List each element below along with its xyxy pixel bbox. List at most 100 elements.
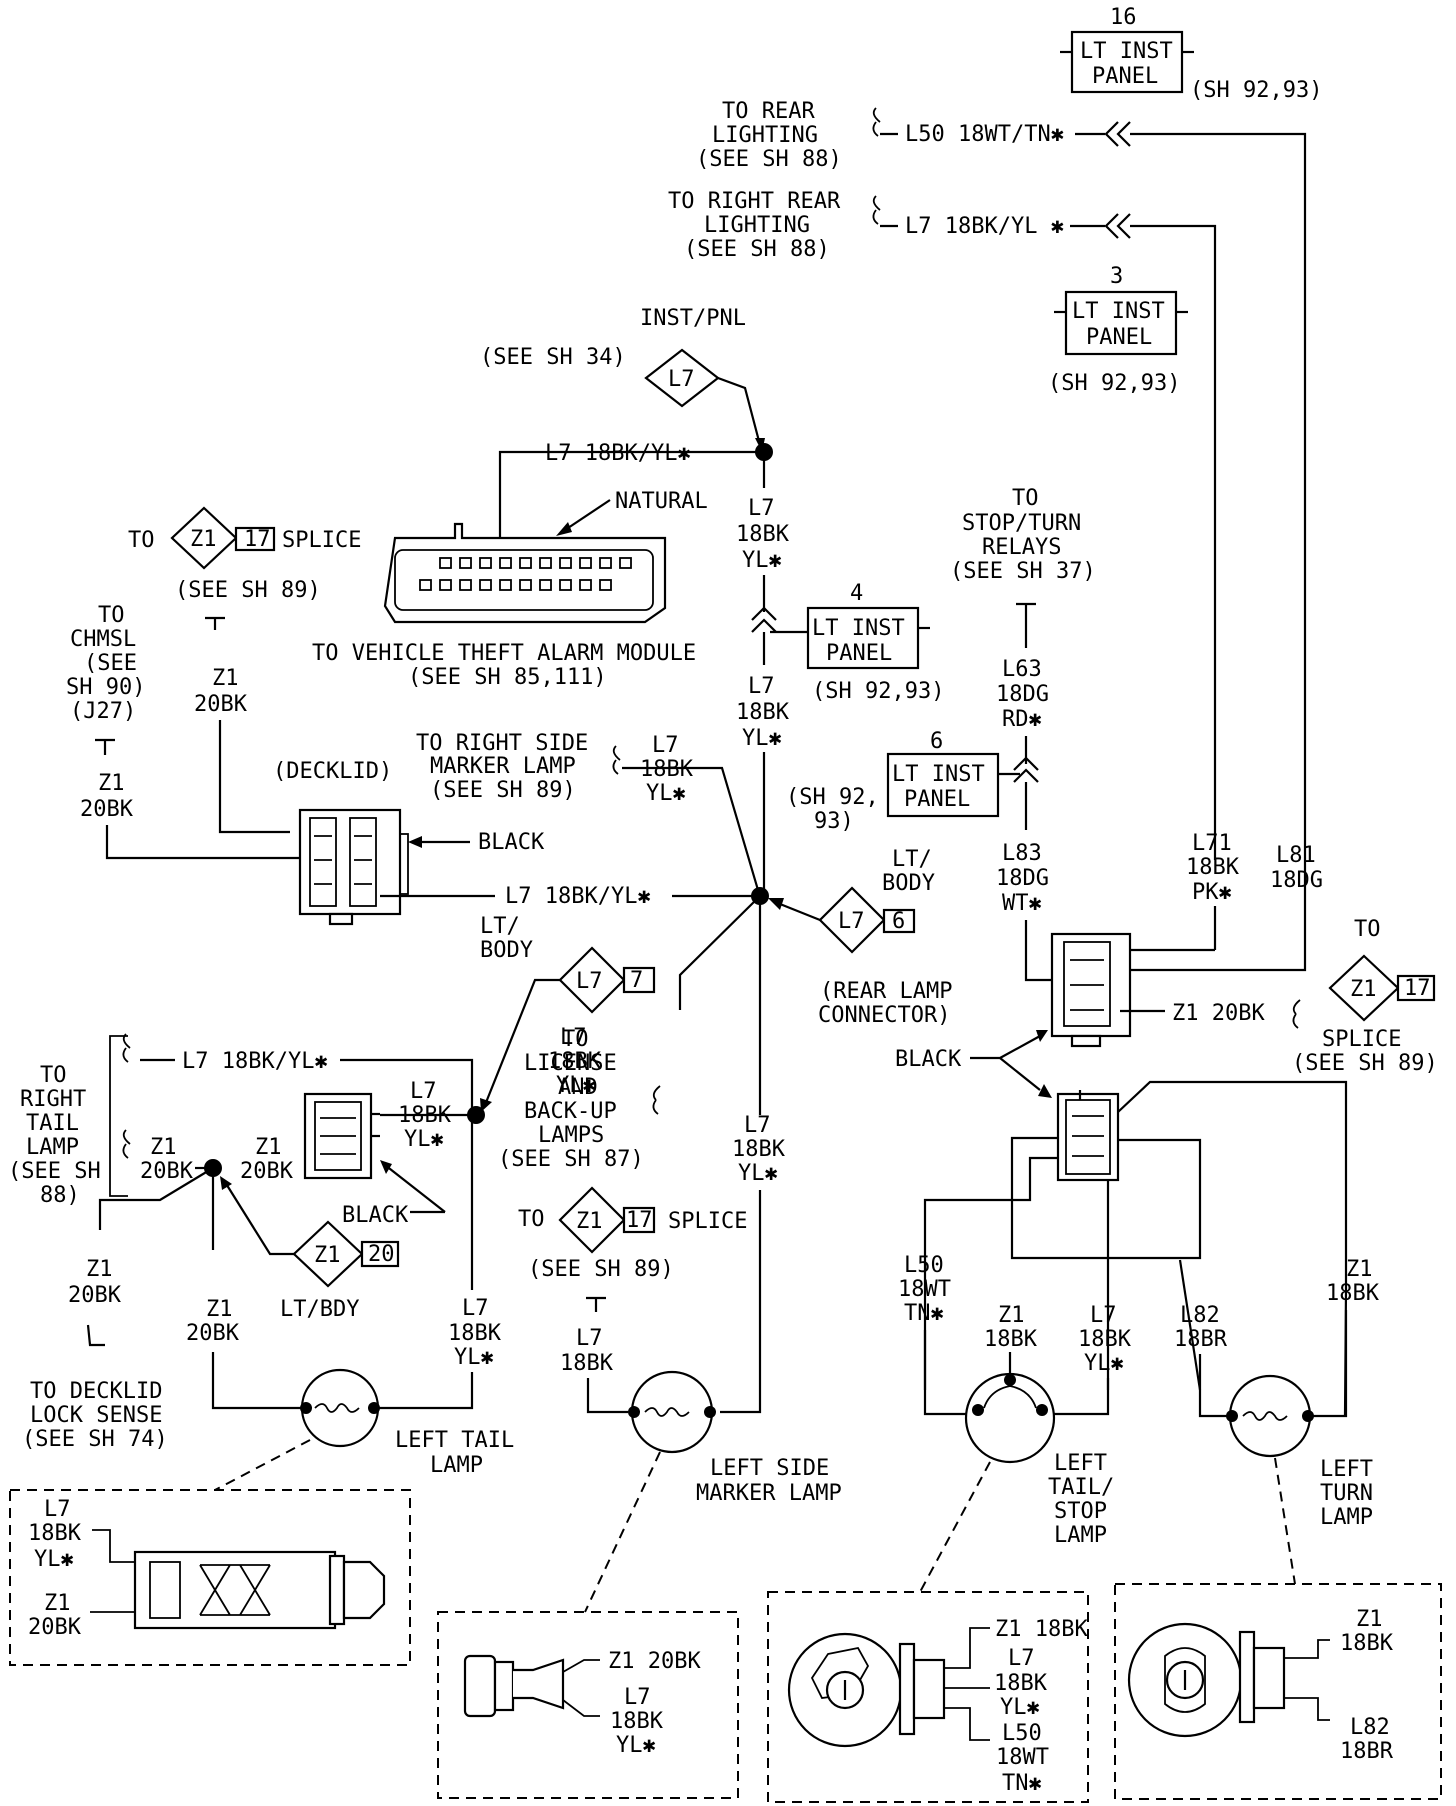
svg-text:RIGHT: RIGHT: [20, 1087, 86, 1112]
svg-text:STOP/TURN: STOP/TURN: [962, 511, 1081, 536]
svg-text:(SH 92,93): (SH 92,93): [812, 679, 944, 704]
svg-text:18BR: 18BR: [1174, 1327, 1228, 1352]
svg-text:Z1: Z1: [86, 1257, 113, 1282]
to-license-backup-lamps: L7 18BK YL✱ TO LICENSE AND BACK-UP LAMPS…: [498, 1025, 661, 1172]
svg-text:(SEE SH 89): (SEE SH 89): [175, 578, 321, 603]
svg-text:L7: L7: [744, 1113, 771, 1138]
svg-text:(SH 92,93): (SH 92,93): [1048, 371, 1180, 396]
svg-text:20BK: 20BK: [140, 1159, 194, 1184]
svg-text:LT/: LT/: [480, 914, 520, 939]
svg-text:TO: TO: [1354, 917, 1381, 942]
svg-text:Z1: Z1: [190, 527, 217, 552]
svg-text:18BK: 18BK: [984, 1327, 1038, 1352]
svg-text:PANEL: PANEL: [826, 641, 892, 666]
svg-text:L7: L7: [576, 1326, 603, 1351]
svg-text:18BK: 18BK: [1340, 1631, 1394, 1656]
svg-text:LAMPS: LAMPS: [538, 1123, 604, 1148]
splice-top: TO Z1 17 SPLICE (SEE SH 89) Z1 20BK: [128, 506, 361, 834]
svg-text:Z1: Z1: [1350, 977, 1377, 1002]
svg-text:TO: TO: [128, 528, 155, 553]
panel-label: PANEL: [1092, 64, 1158, 89]
svg-text:YL✱: YL✱: [646, 781, 686, 806]
tail-stop-socket-detail: Z1 18BK L7 18BK YL✱ L50 18WT TN✱: [767, 1591, 1089, 1803]
to-stop-turn-relays: TO STOP/TURN RELAYS (SEE SH 37) L63 18DG…: [950, 486, 1096, 982]
svg-text:BLACK: BLACK: [895, 1047, 962, 1072]
svg-text:YL✱: YL✱: [556, 1073, 596, 1098]
sheet-ref: (SH 92,93): [1190, 78, 1322, 103]
svg-text:L7: L7: [1008, 1646, 1035, 1671]
svg-text:WT✱: WT✱: [1002, 891, 1042, 916]
decklid-connector: (DECKLID) BLACK L7 18BK/YL✱: [273, 759, 764, 926]
svg-text:17: 17: [626, 1208, 653, 1233]
svg-text:18BK: 18BK: [448, 1321, 502, 1346]
svg-text:RELAYS: RELAYS: [982, 535, 1061, 560]
svg-text:Z1: Z1: [98, 771, 125, 796]
svg-text:88): 88): [40, 1183, 80, 1208]
lt-body-6: LT/ BODY L7 6: [768, 847, 935, 954]
svg-text:20BK: 20BK: [240, 1159, 294, 1184]
svg-text:YL✱: YL✱: [404, 1127, 444, 1152]
svg-text:Z1 18BK: Z1 18BK: [995, 1617, 1088, 1642]
svg-text:L7: L7: [652, 733, 679, 758]
lt-bdy-20: Z1 20 LT/BDY: [220, 1176, 400, 1322]
svg-text:(REAR LAMP: (REAR LAMP: [820, 979, 952, 1004]
svg-text:L7: L7: [748, 496, 775, 521]
svg-text:LT/BDY: LT/BDY: [280, 1297, 359, 1322]
svg-text:(SH 92,: (SH 92,: [786, 785, 879, 810]
theft-alarm-module: NATURAL TO VEHICLE THEFT ALARM MODULE (S…: [312, 489, 708, 690]
svg-text:6: 6: [892, 909, 905, 934]
l7-trunk: L7 18BK/YL✱ L7 18BK YL✱ L7 18BK YL✱: [498, 441, 808, 900]
svg-text:SPLICE: SPLICE: [1322, 1027, 1401, 1052]
trunk-splice: [678, 887, 769, 1115]
svg-text:L50: L50: [1002, 1721, 1042, 1746]
svg-text:Z1: Z1: [314, 1243, 341, 1268]
svg-text:LEFT SIDE: LEFT SIDE: [710, 1456, 829, 1481]
svg-text:TO RIGHT SIDE: TO RIGHT SIDE: [416, 731, 588, 756]
svg-text:(SEE SH 88): (SEE SH 88): [696, 147, 842, 172]
svg-text:Z1: Z1: [212, 666, 239, 691]
lt-inst-panel-3: 3 LT INST PANEL (SH 92,93): [1048, 264, 1188, 396]
svg-text:17: 17: [1404, 976, 1431, 1001]
svg-text:YL✱: YL✱: [1084, 1351, 1124, 1376]
splice-mid: TO Z1 17 SPLICE (SEE SH 89) L7 18BK: [518, 1186, 747, 1414]
svg-text:LT INST: LT INST: [1072, 299, 1165, 324]
left-marker-wire: L7 18BK YL✱: [720, 1113, 786, 1414]
to-right-rear-lighting: TO RIGHT REAR LIGHTING (SEE SH 88) L7 18…: [668, 189, 1217, 860]
svg-text:Z1: Z1: [44, 1591, 71, 1616]
wire-label: L7 18BK/YL✱: [545, 441, 691, 466]
svg-text:(SEE SH 87): (SEE SH 87): [498, 1147, 644, 1172]
inst-pnl-connector: INST/PNL (SEE SH 34) L7: [480, 306, 765, 452]
svg-text:MARKER LAMP: MARKER LAMP: [430, 754, 576, 779]
svg-text:CONNECTOR): CONNECTOR): [818, 1003, 950, 1028]
svg-text:SPLICE: SPLICE: [282, 528, 361, 553]
svg-text:18DG: 18DG: [1270, 868, 1323, 893]
tail-lamp-wires: Z1 20BK Z1 20BK L7 18BK YL✱: [68, 1113, 502, 1410]
svg-text:18BK: 18BK: [1186, 855, 1240, 880]
svg-text:L71: L71: [1192, 831, 1232, 856]
svg-text:BODY: BODY: [882, 871, 935, 896]
svg-text:LEFT: LEFT: [1320, 1457, 1373, 1482]
svg-text:(SEE SH: (SEE SH: [8, 1159, 101, 1184]
svg-text:18BK: 18BK: [1326, 1281, 1380, 1306]
wire-label: L50 18WT/TN✱: [905, 122, 1064, 147]
svg-text:CHMSL: CHMSL: [70, 627, 136, 652]
svg-text:18BK: 18BK: [736, 700, 790, 725]
svg-text:(DECKLID): (DECKLID): [273, 759, 392, 784]
svg-text:17: 17: [244, 527, 271, 552]
left-tail-lamp: LEFT TAIL LAMP: [214, 1368, 514, 1491]
left-side-marker-lamp: LEFT SIDE MARKER LAMP: [584, 1370, 842, 1613]
svg-text:20BK: 20BK: [28, 1615, 82, 1640]
splice-right: TO Z1 17 SPLICE (SEE SH 89): [1292, 917, 1438, 1076]
svg-text:LT INST: LT INST: [892, 762, 985, 787]
svg-text:(SEE SH 37): (SEE SH 37): [950, 559, 1096, 584]
lt-inst-panel-16: 16 LT INST PANEL (SH 92,93): [1060, 5, 1322, 103]
svg-text:TAIL: TAIL: [26, 1111, 79, 1136]
svg-text:TO: TO: [40, 1063, 67, 1088]
svg-text:18BK: 18BK: [1078, 1327, 1132, 1352]
svg-text:L7: L7: [838, 909, 865, 934]
svg-text:L7: L7: [560, 1025, 587, 1050]
svg-text:(SEE SH 88): (SEE SH 88): [684, 237, 830, 262]
svg-text:RD✱: RD✱: [1002, 707, 1042, 732]
svg-text:18DG: 18DG: [996, 682, 1049, 707]
svg-text:LIGHTING: LIGHTING: [712, 123, 818, 148]
